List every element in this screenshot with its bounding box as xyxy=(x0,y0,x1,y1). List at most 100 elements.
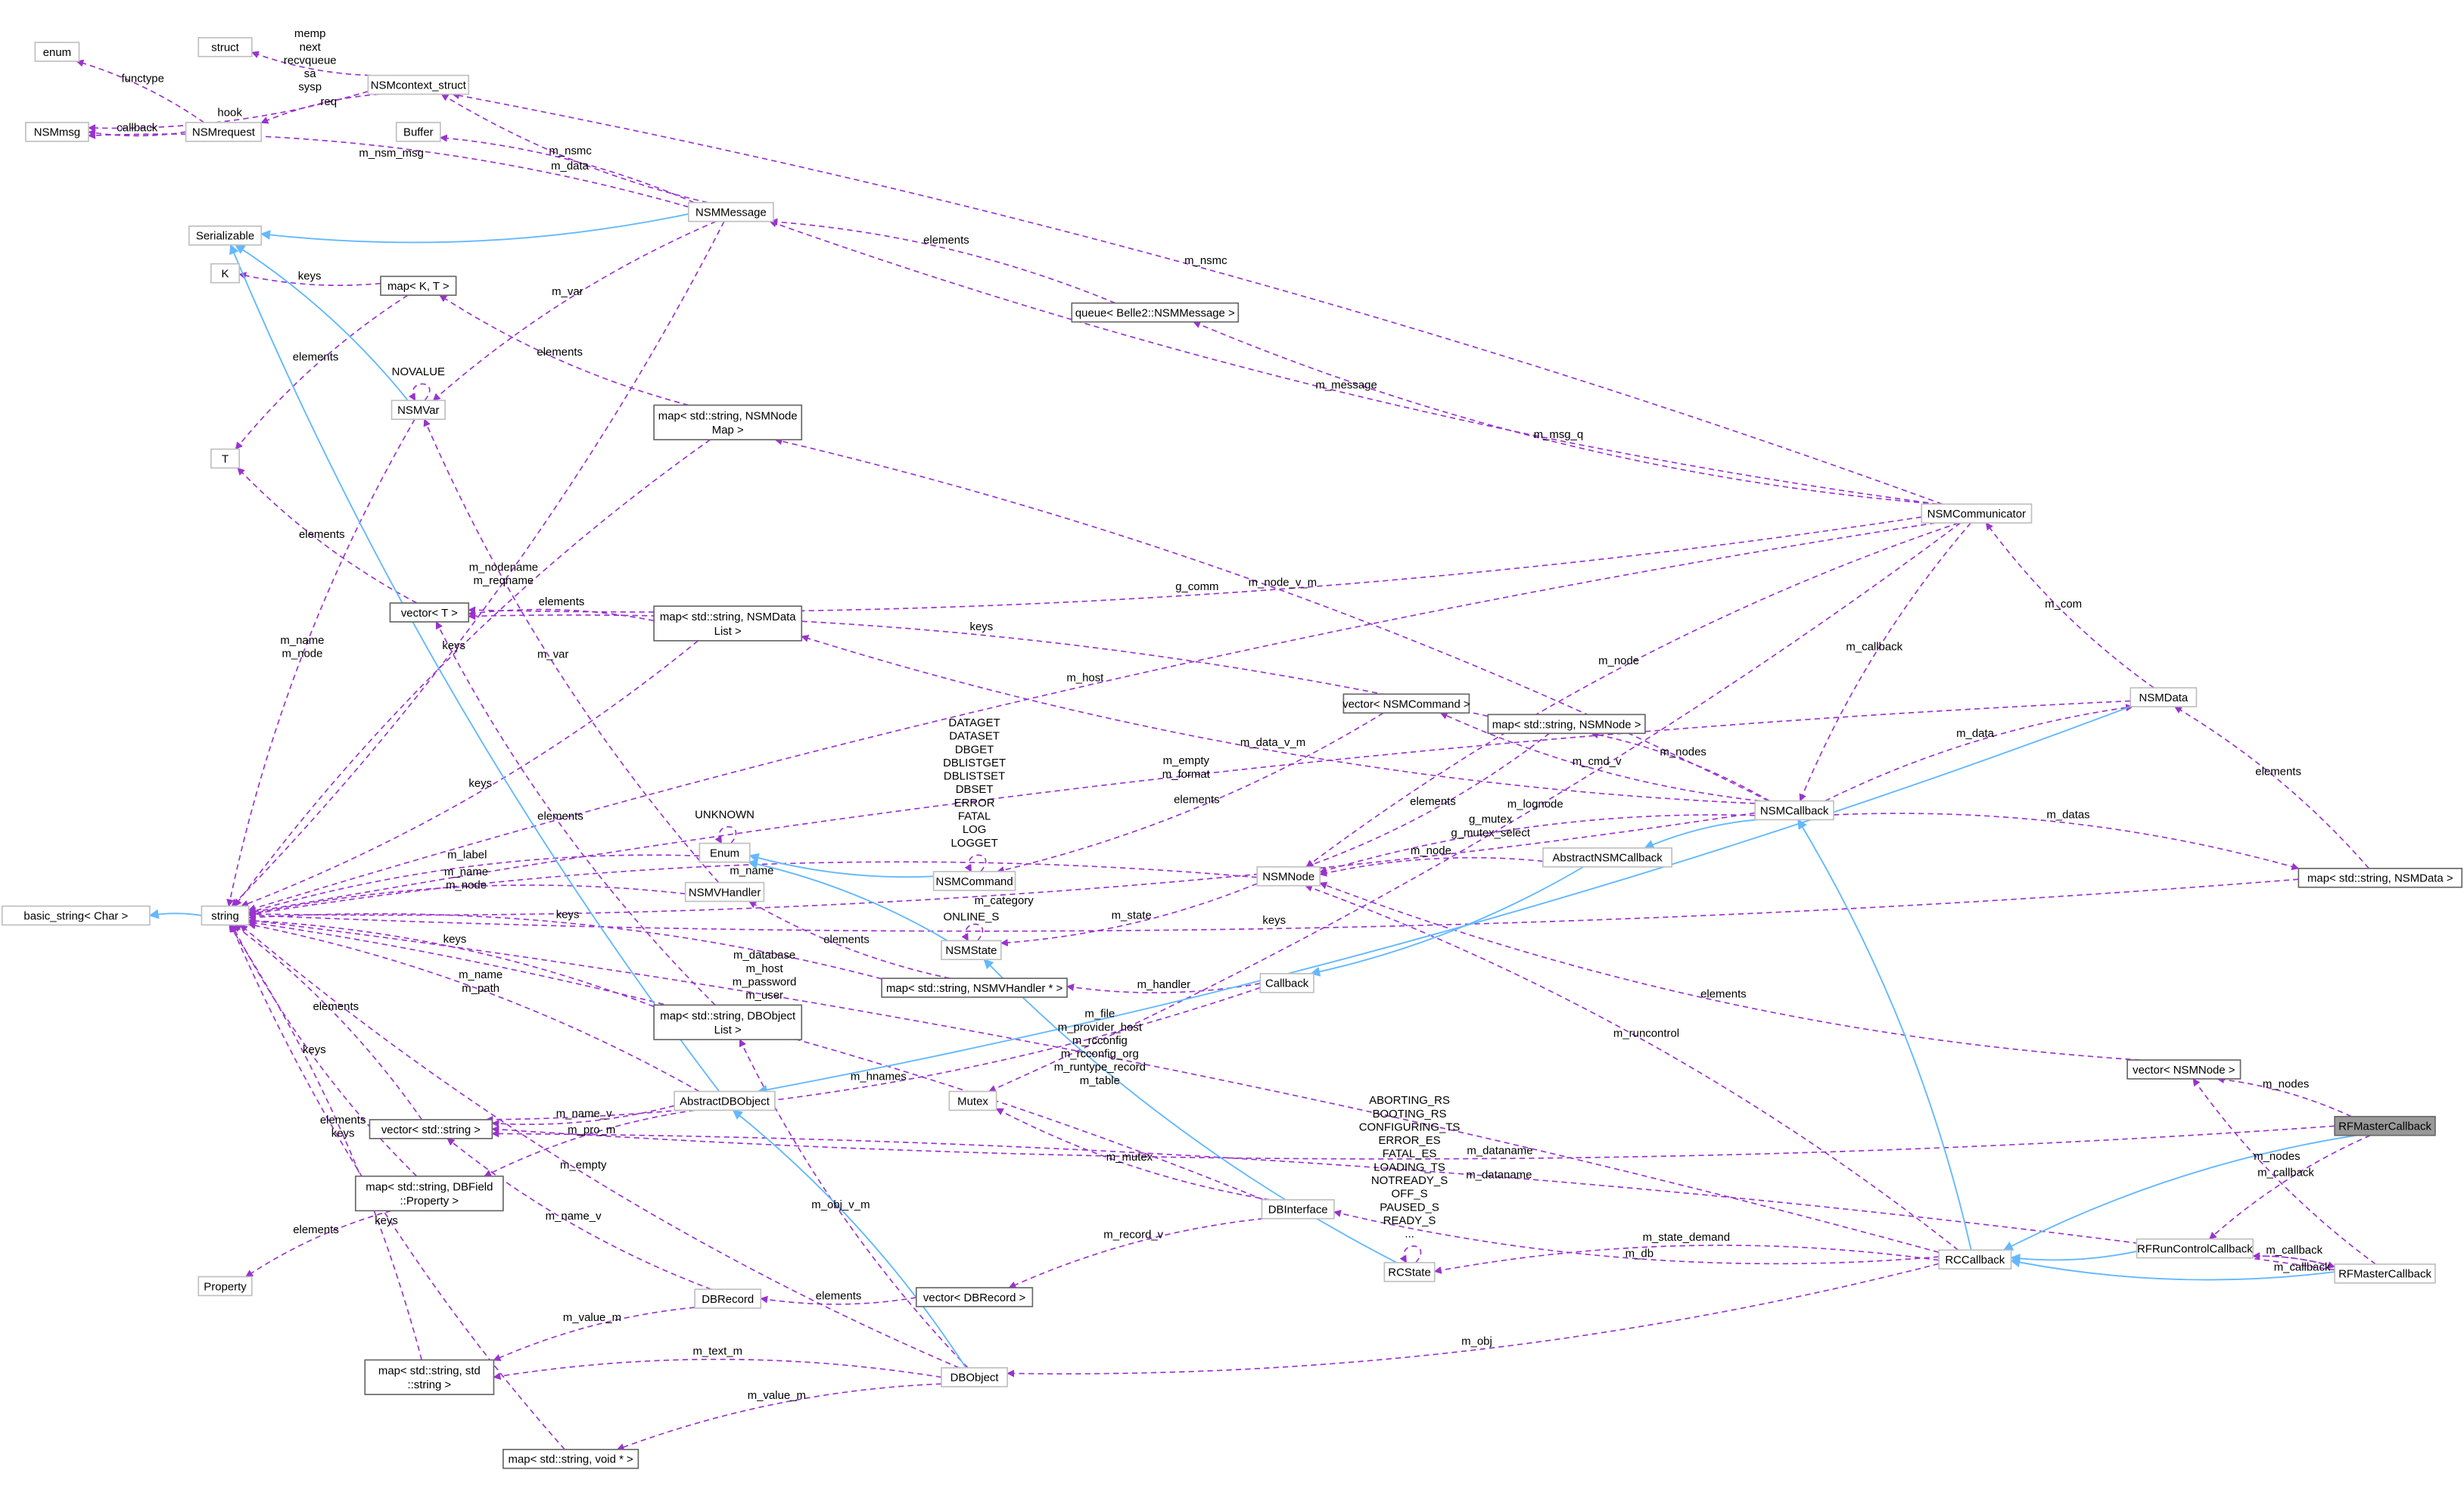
node-label: map< std::string, std xyxy=(378,1364,481,1377)
edge-label: next xyxy=(300,41,322,54)
class-node-nsmvar[interactable]: NSMVar xyxy=(390,399,446,421)
edge-label-block: m_message xyxy=(1315,379,1377,392)
edge-label-block: req xyxy=(320,95,337,108)
edge-label: m_empty xyxy=(560,1158,607,1171)
class-node-buffer[interactable]: Buffer xyxy=(395,122,441,142)
class-node-callback[interactable]: Callback xyxy=(1259,973,1314,993)
edge-label: keys xyxy=(969,620,993,633)
edge-label: m_reqname xyxy=(474,574,534,587)
node-box xyxy=(881,978,1068,998)
node-label: vector< std::string > xyxy=(381,1124,481,1136)
edge-label-block: elements xyxy=(313,1000,359,1013)
class-node-mapkt[interactable]: map< K, T > xyxy=(380,275,457,297)
node-label: map< std::string, NSMNode > xyxy=(1492,718,1641,731)
edge-label: m_message xyxy=(1315,379,1377,392)
class-node-nsmcontext[interactable]: NSMcontext_struct xyxy=(367,74,470,95)
class-node-enumcls[interactable]: Enum xyxy=(698,842,751,863)
edge-label: m_state_demand xyxy=(1643,1231,1730,1244)
edge-label: m_cmd_v xyxy=(1573,755,1622,768)
class-node-nsmmsg[interactable]: NSMmsg xyxy=(25,122,89,142)
class-node-nsmmessage[interactable]: NSMMessage xyxy=(688,201,774,222)
class-node-dbinterface[interactable]: DBInterface xyxy=(1261,1198,1335,1220)
class-node-nsmcommunicator[interactable]: NSMCommunicator xyxy=(1921,503,2033,524)
usage-edge-mapdatalist-vectort xyxy=(468,608,655,622)
class-node-abstractdbobject[interactable]: AbstractDBObject xyxy=(674,1090,776,1111)
edge-label: m_callback xyxy=(1846,641,1902,654)
class-node-basicstring[interactable]: basic_string< Char > xyxy=(1,905,151,926)
class-node-struct[interactable]: struct xyxy=(198,36,253,58)
class-node-rcstate[interactable]: RCState xyxy=(1383,1261,1436,1282)
class-node-mapnsmdata[interactable]: map< std::string, NSMData > xyxy=(2298,867,2463,888)
usage-edge-nsmmessage-nsmvar xyxy=(432,220,717,401)
edge-label-block: m_nodes xyxy=(2263,1078,2309,1091)
edge-label-block: elements xyxy=(2255,765,2301,778)
edge-label: ERROR_ES xyxy=(1378,1134,1440,1147)
class-node-nsmrequest[interactable]: NSMrequest xyxy=(185,122,263,142)
edge-label: READY_S xyxy=(1383,1214,1436,1227)
usage-edge-enumcls-enumcls xyxy=(714,825,737,844)
class-node-nsmvhandler[interactable]: NSMVHandler xyxy=(684,881,765,903)
edge-label: m_var xyxy=(552,285,583,298)
class-node-vectorcommand[interactable]: vector< NSMCommand > xyxy=(1342,693,1470,714)
class-node-rfmaster2[interactable]: RFMasterCallback xyxy=(2334,1263,2436,1284)
edge-label: m_value_m xyxy=(563,1311,621,1324)
class-node-rccallback[interactable]: RCCallback xyxy=(1938,1249,2012,1270)
class-node-vectort[interactable]: vector< T > xyxy=(389,602,470,623)
edge-label: m_provider_host xyxy=(1058,1021,1143,1033)
usage-edge-dbinterface-string xyxy=(247,919,1265,1201)
class-node-mutex[interactable]: Mutex xyxy=(948,1090,997,1111)
usage-edge-nsmrequest-enum xyxy=(76,59,205,123)
edge-label: m_msg_q xyxy=(1534,428,1584,441)
edge-line xyxy=(769,219,1938,505)
edge-line xyxy=(235,244,409,401)
class-node-dbobject[interactable]: DBObject xyxy=(941,1367,1009,1388)
class-node-mapnode[interactable]: map< std::string, NSMNode > xyxy=(1487,713,1646,735)
edge-line xyxy=(440,93,708,204)
class-node-string[interactable]: string xyxy=(201,905,250,926)
class-node-nsmcallback[interactable]: NSMCallback xyxy=(1754,800,1834,821)
edge-label: m_nodename xyxy=(469,561,538,573)
class-node-nsmstate[interactable]: NSMState xyxy=(941,940,1002,961)
class-node-enum[interactable]: enum xyxy=(34,42,80,62)
edge-line xyxy=(439,294,689,406)
class-node-nsmdata[interactable]: NSMData xyxy=(2130,687,2198,707)
edge-label-block: keys xyxy=(468,777,492,790)
class-node-nsmcommand[interactable]: NSMCommand xyxy=(932,871,1016,891)
edge-line xyxy=(739,1039,969,1369)
class-node-mapvoid[interactable]: map< std::string, void * > xyxy=(502,1448,639,1469)
class-node-mapstdstring[interactable]: map< std::string, std::string > xyxy=(364,1359,495,1395)
usage-edge-abstractdbobject-string xyxy=(247,922,700,1092)
class-node-abstractnsmcallback[interactable]: AbstractNSMCallback xyxy=(1542,847,1673,868)
class-node-serializable[interactable]: Serializable xyxy=(188,225,263,246)
class-node-vectorstring[interactable]: vector< std::string > xyxy=(369,1119,493,1139)
usage-edge-abstractdbobject-vectorstring xyxy=(491,1105,675,1128)
class-node-k[interactable]: K xyxy=(210,263,241,284)
class-node-t[interactable]: T xyxy=(210,448,241,469)
edge-line xyxy=(1193,321,1939,505)
node-label: ::string > xyxy=(408,1378,452,1391)
class-node-dbrecord[interactable]: DBRecord xyxy=(694,1288,762,1309)
class-node-queue[interactable]: queue< Belle2::NSMMessage > xyxy=(1071,302,1240,323)
edge-label-block: m_state xyxy=(1112,909,1152,922)
edge-line xyxy=(148,909,202,919)
class-node-rfmaster[interactable]: RFMasterCallback xyxy=(2334,1115,2436,1136)
class-node-nsmnode[interactable]: NSMNode xyxy=(1256,866,1321,887)
class-node-rfruncontrol[interactable]: RFRunControlCallback xyxy=(2136,1238,2254,1259)
node-box xyxy=(684,881,765,903)
edge-line xyxy=(231,221,725,907)
usage-edge-callback-mapvhandler xyxy=(1066,983,1261,993)
edge-label-block: keys xyxy=(442,639,465,652)
class-node-mapdbfield[interactable]: map< std::string, DBField::Property > xyxy=(354,1175,504,1212)
class-node-vectornode[interactable]: vector< NSMNode > xyxy=(2126,1059,2242,1080)
class-node-vectordbrecord[interactable]: vector< DBRecord > xyxy=(915,1287,1034,1307)
node-label: NSMMessage xyxy=(695,207,767,219)
class-node-property[interactable]: Property xyxy=(198,1276,253,1297)
class-node-mapvhandler[interactable]: map< std::string, NSMVHandler * > xyxy=(881,978,1068,998)
inheritance-edge-nsmvar-serializable xyxy=(235,244,409,401)
node-box xyxy=(395,122,441,142)
